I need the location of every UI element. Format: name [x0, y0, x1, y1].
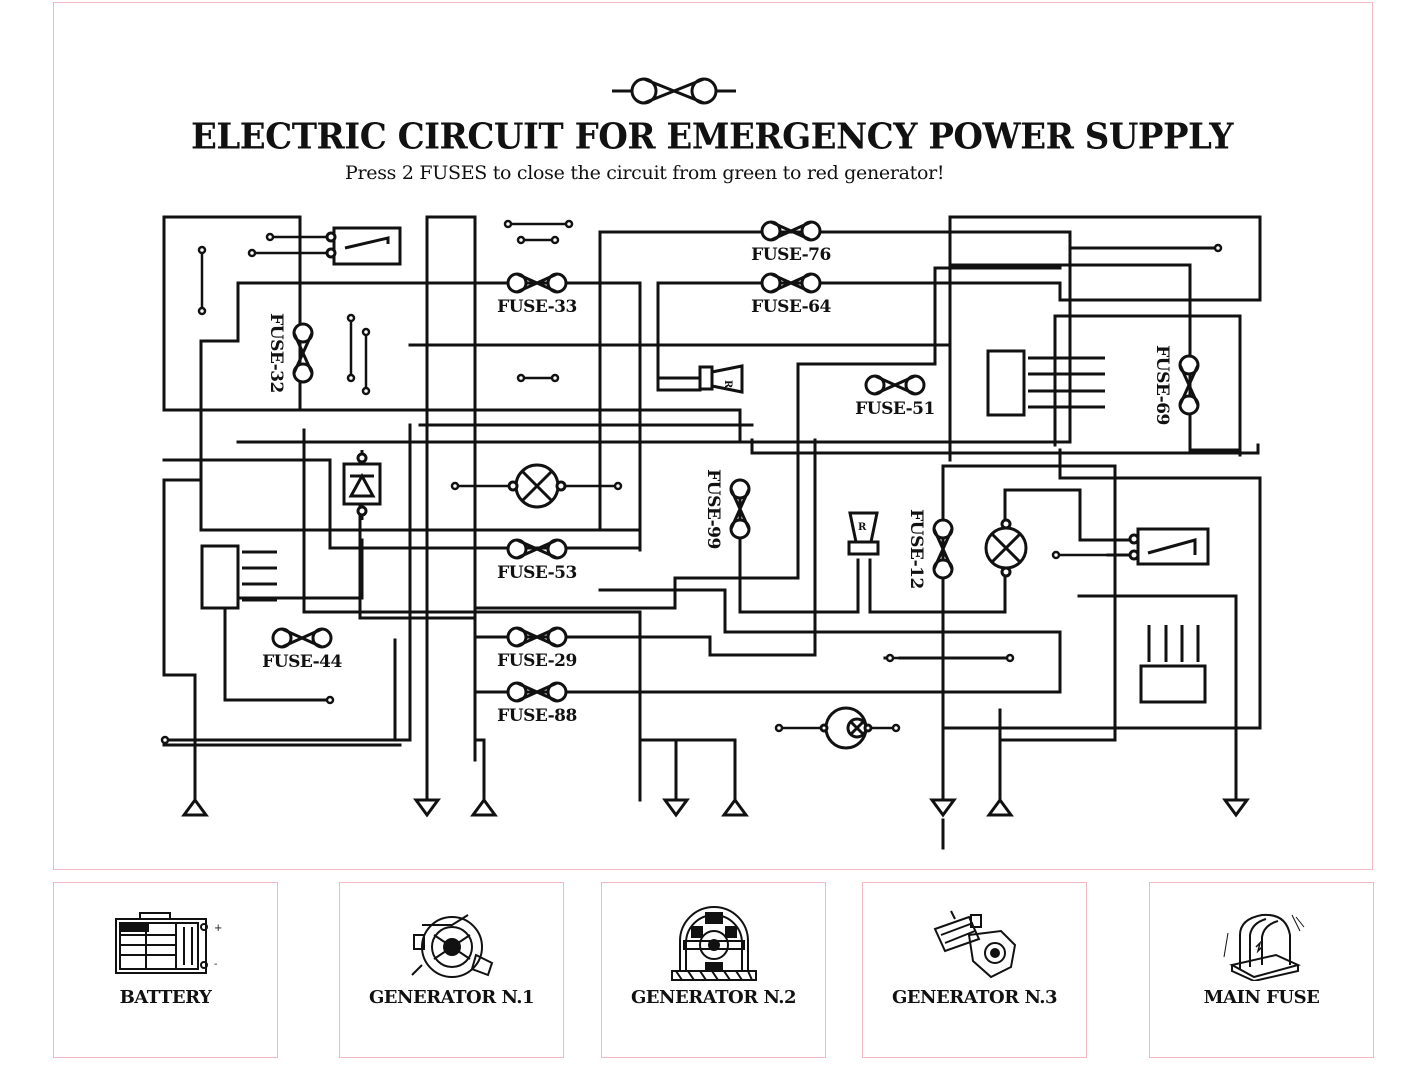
card-generator-2[interactable]: GENERATOR N.2 — [601, 882, 826, 1058]
card-label: GENERATOR N.3 — [891, 987, 1058, 1008]
card-main-fuse[interactable]: MAIN FUSE — [1149, 882, 1374, 1058]
fuse-label: FUSE-69 — [1152, 345, 1172, 425]
fuse-fuse-51[interactable]: FUSE-51 — [855, 374, 935, 419]
generator-icon — [410, 914, 493, 978]
fuse-fuse-76[interactable]: FUSE-76 — [751, 220, 831, 265]
card-label: GENERATOR N.1 — [368, 987, 535, 1008]
card-generator-3[interactable]: GENERATOR N.3 — [862, 882, 1087, 1058]
fuse-label: FUSE-32 — [266, 313, 286, 393]
fuse-label: FUSE-12 — [906, 509, 926, 589]
fuse-box-icon — [1223, 913, 1304, 981]
fuse-label: FUSE-29 — [497, 651, 577, 671]
fuse-label: FUSE-99 — [703, 469, 723, 549]
fuse-icon — [760, 272, 822, 294]
fuse-icon — [864, 374, 926, 396]
engine-icon — [933, 910, 1016, 979]
fuse-label: FUSE-64 — [751, 297, 831, 317]
fuse-fuse-33[interactable]: FUSE-33 — [497, 272, 577, 317]
card-battery[interactable]: + - BATTERY — [53, 882, 278, 1058]
fuse-fuse-69[interactable]: FUSE-69 — [1152, 345, 1200, 425]
fuse-label: FUSE-53 — [497, 563, 577, 583]
card-label: GENERATOR N.2 — [630, 987, 797, 1008]
svg-text:-: - — [214, 959, 217, 970]
fuse-label: FUSE-76 — [751, 245, 831, 265]
fuse-fuse-99[interactable]: FUSE-99 — [703, 469, 751, 549]
instruction-text: Press 2 FUSES to close the circuit from … — [345, 162, 945, 184]
fuse-fuse-44[interactable]: FUSE-44 — [262, 627, 343, 672]
fuse-fuse-29[interactable]: FUSE-29 — [497, 626, 577, 671]
fuse-fuse-53[interactable]: FUSE-53 — [497, 538, 577, 583]
fuse-icon — [760, 220, 822, 242]
card-generator-1[interactable]: GENERATOR N.1 — [339, 882, 564, 1058]
battery-icon: + - — [114, 912, 222, 974]
fuse-icon — [506, 272, 568, 294]
fuse-icon — [506, 626, 568, 648]
fuse-icon — [506, 538, 568, 560]
fuse-icon — [729, 478, 751, 540]
fuse-icon — [506, 681, 568, 703]
fuse-icon — [932, 518, 954, 580]
fuse-emblem-icon — [612, 77, 736, 105]
fuse-icon — [292, 322, 314, 384]
card-label: BATTERY — [119, 987, 212, 1008]
fuse-label: FUSE-33 — [497, 297, 577, 317]
fuse-fuse-88[interactable]: FUSE-88 — [497, 681, 577, 726]
generator-icon — [670, 906, 757, 981]
fuse-fuse-12[interactable]: FUSE-12 — [906, 509, 954, 589]
fuse-label: FUSE-51 — [855, 399, 935, 419]
svg-text:+: + — [214, 923, 222, 934]
fuse-fuse-64[interactable]: FUSE-64 — [751, 272, 832, 317]
fuse-fuse-32[interactable]: FUSE-32 — [266, 313, 314, 393]
fuse-icon — [271, 627, 333, 649]
fuse-icon — [1178, 354, 1200, 416]
fuse-label: FUSE-88 — [497, 706, 577, 726]
fuse-label: FUSE-44 — [262, 652, 342, 672]
page-title: ELECTRIC CIRCUIT FOR EMERGENCY POWER SUP… — [190, 116, 1234, 158]
card-label: MAIN FUSE — [1203, 987, 1320, 1008]
